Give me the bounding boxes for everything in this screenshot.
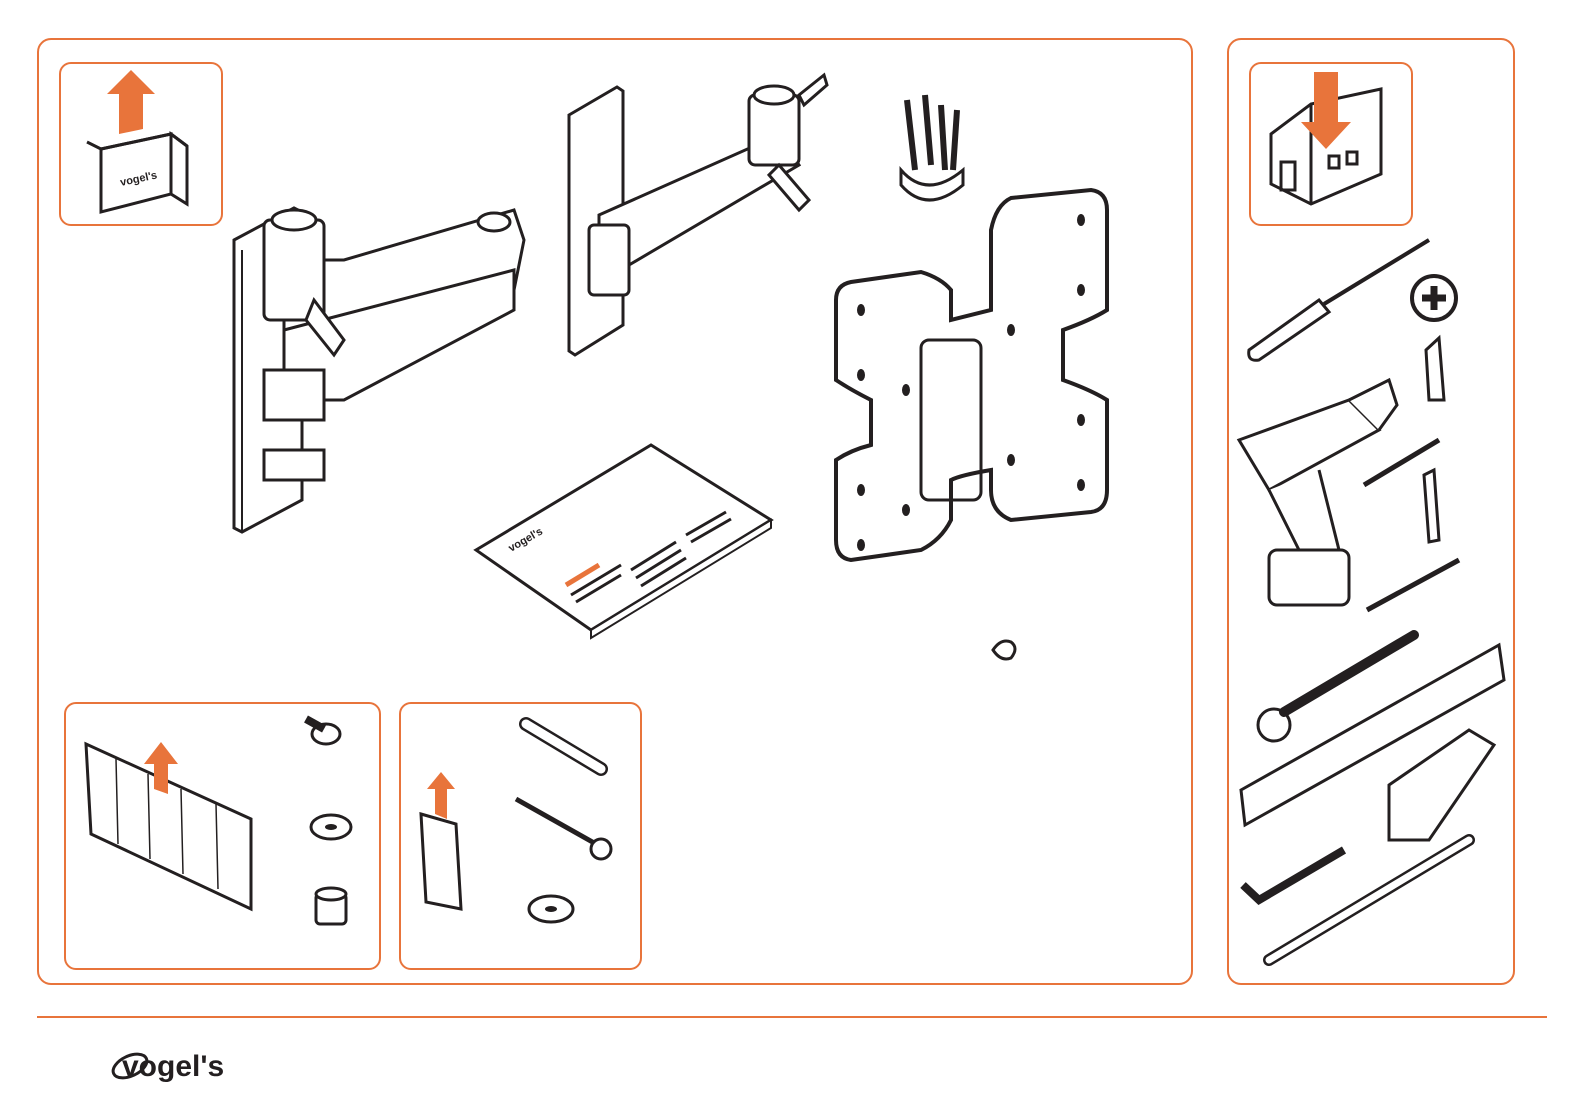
package-contents-header-box: vogel's xyxy=(59,62,223,226)
box-open-arrow-up-icon: vogel's xyxy=(61,64,225,228)
tv-mounting-plate-illustration xyxy=(811,190,1111,660)
tools-required-panel xyxy=(1227,38,1515,985)
house-arrow-down-icon xyxy=(1251,64,1415,228)
tools-illustration xyxy=(1229,230,1517,970)
brand-logo-text: vogel's xyxy=(122,1050,224,1083)
footer-divider xyxy=(37,1016,1547,1018)
bag-a-contents-illustration xyxy=(66,704,383,972)
hardware-bag-a-box xyxy=(64,702,381,970)
bag-b-contents-illustration xyxy=(401,704,644,972)
hardware-bag-b-box xyxy=(399,702,642,970)
small-swivel-arm-illustration xyxy=(559,65,839,365)
package-contents-panel: vogel's xyxy=(37,38,1193,985)
tools-header-box xyxy=(1249,62,1413,226)
instruction-manual-illustration: vogel's xyxy=(471,440,781,640)
brand-logo: vogel's xyxy=(108,1040,258,1090)
